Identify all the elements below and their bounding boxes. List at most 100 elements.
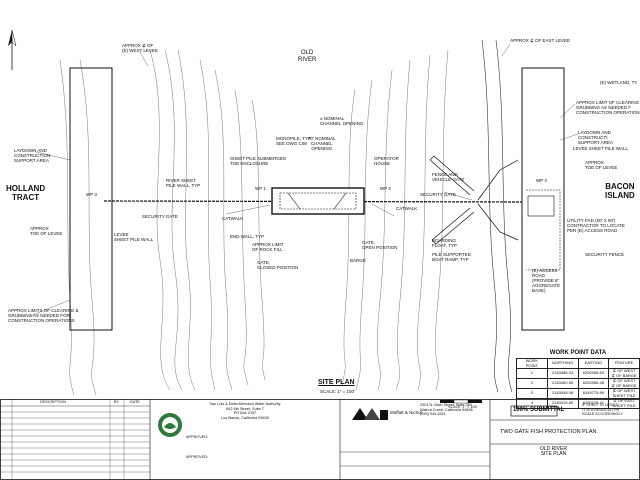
label-levee-sheet-w: LEVEE SHEET PILE WALL: [114, 232, 154, 242]
sheet-title: OLD RIVER SITE PLAN: [540, 446, 567, 457]
east-levee-road: [495, 39, 513, 393]
label-barge: BARGE: [350, 258, 366, 263]
leader-line: [139, 51, 149, 67]
label-west-levee: APPROX ⊈ OF (E) WEST LEVEE: [122, 43, 158, 53]
label-security-fence: SECURITY FENCE: [585, 252, 625, 257]
table-cell: 3: [516, 388, 548, 399]
label-old-river: OLD RIVER: [298, 50, 317, 63]
label-laydown-west: LAYDOWN AND CONSTRUCTION SUPPORT AREA: [14, 148, 51, 163]
label-clearing-east: APPROX LIMIT OF CLEARING GRUBBING AS NEE…: [576, 100, 640, 115]
label-nominal-channel: ± NOMINAL CHANNEL OPENING: [320, 116, 364, 126]
label-monopile: MONOPILE, TYP SEE DWG C08: [276, 136, 311, 146]
label-wp4: WP 4: [536, 178, 547, 183]
table-cell: 1: [516, 368, 548, 379]
table-cell: 2183460.50: [546, 378, 579, 389]
leader-line: [501, 43, 511, 57]
submittal-label: 100% SUBMITTAL: [513, 407, 565, 413]
contour-line: [199, 59, 216, 391]
contour-line: [355, 79, 373, 391]
label-end-wall: END WALL, TYP: [230, 234, 265, 239]
contour-line: [79, 59, 97, 396]
table-row: 3 2183548.08 6349775.89 ⊈ OF WEST SHEET …: [516, 388, 640, 399]
north-arrow-icon: [8, 29, 17, 70]
agency-seal-icon: [158, 413, 182, 437]
gate-structure: [271, 187, 365, 215]
label-east-levee: APPROX ⊈ OF EAST LEVEE: [510, 38, 570, 43]
label-pile-ramp: PILE SUPPORTED BOAT RAMP, TYP: [432, 252, 471, 262]
table-cell: 2183486.04: [546, 368, 579, 379]
firm-address: 2001 N. Main Street, Suite 360 Walnut Cr…: [420, 403, 473, 416]
description-header: DESCRIPTION: [40, 400, 66, 404]
label-boarding-float: BOARDING FLOAT, TYP: [432, 238, 457, 248]
label-security-gate-e: SECURITY GATE: [420, 192, 456, 197]
gate-leaf: [287, 192, 301, 210]
label-operator-house: OPERATOR HOUSE: [374, 156, 399, 166]
label-wp1: WP 1: [255, 186, 266, 191]
contour-line: [177, 49, 196, 391]
laydown-area-east: [521, 67, 565, 331]
title-block: DESCRIPTION BY DATE San Luis & Delta-Men…: [0, 399, 640, 480]
table-cell: 6349775.89: [577, 388, 610, 399]
by-header: BY: [114, 400, 120, 404]
work-point-title: WORK POINT DATA: [549, 350, 607, 356]
table-cell: 2: [516, 378, 548, 389]
leader-line: [29, 299, 71, 317]
label-toe-west: APPROX TOE OF LEVEE: [30, 226, 63, 236]
firm-logo-icon: [352, 408, 388, 420]
fence-line: [477, 203, 519, 241]
leader-line: [559, 103, 576, 119]
label-gate-open: GATE, OPEN POSITION: [362, 240, 398, 250]
table-cell: ⊈ OF WEST ⊈ OF BARGE: [608, 378, 640, 389]
east-levee-road: [481, 39, 499, 393]
label-utility-pad: UTILITY PAD (50' X 50') CONTRACTOR TO LO…: [567, 218, 625, 233]
label-gate-closed: GATE, CLOSED POSITION: [257, 260, 299, 270]
leader-line: [371, 203, 395, 217]
label-wp2: WP 2: [380, 186, 391, 191]
label-sheet-pile-enclosure: SHEET PILE SUBMERGED TOE ENCLOSURE: [230, 156, 287, 166]
label-clearing-west: APPROX LIMITS OF CLEARING & GRUBBING AS …: [8, 308, 79, 323]
label-nominal-gate: 70' NOMINAL CHANNEL OPENING: [308, 136, 336, 151]
contour-line: [251, 99, 266, 381]
header-cell: EASTING: [577, 358, 610, 369]
leader-line: [225, 204, 271, 215]
contour-line: [395, 59, 411, 391]
leader-line: [35, 151, 71, 161]
header-cell: FEATURE: [608, 358, 640, 369]
table-cell: ⊈ OF WEST ⊈ OF BARGE: [608, 368, 640, 379]
label-bacon-island: BACON ISLAND: [605, 182, 635, 200]
label-rock-fill: APPROX LIMIT OF ROCK FILL: [252, 242, 284, 252]
label-wp3: WP 3: [86, 192, 97, 197]
contour-line: [214, 69, 233, 391]
scale-bar: [440, 399, 482, 404]
site-plan-title: SITE PLAN: [318, 379, 355, 386]
contour-line: [59, 59, 75, 396]
date-header: DATE: [130, 400, 140, 404]
label-fence-gate: FENCE AND VEHICLE GATE: [432, 172, 465, 182]
boat-ramp-north: [429, 155, 475, 196]
contour-line: [435, 49, 449, 391]
label-catwalk-w: CATWALK: [222, 216, 244, 221]
label-toe-east: APPROX TOE OF LEVEE: [585, 160, 618, 170]
label-security-gate-w: SECURITY GATE: [142, 214, 178, 219]
table-cell: 6250058.83: [577, 368, 610, 379]
table-row: 2 2183460.50 6250058.48 ⊈ OF WEST ⊈ OF B…: [516, 378, 640, 389]
label-catwalk-e: CATWALK: [396, 206, 418, 211]
gate-inner: [279, 192, 357, 210]
authority-address: San Luis & Delta-Mendota Water Authority…: [209, 402, 281, 420]
approved-2: APPROVED:: [186, 455, 209, 459]
utility-pad: [527, 195, 555, 217]
header-cell: NORTHING: [546, 358, 579, 369]
leader-line: [559, 133, 579, 141]
approved-1: APPROVED:: [186, 435, 209, 439]
table-cell: ⊈ OF EAST SHEET PILE: [608, 398, 640, 409]
contour-line: [149, 49, 171, 391]
site-plan-scale: SCALE: 1" = 100': [320, 389, 355, 394]
work-point-table: WORK POINT DATA WORK POINT NORTHING EAST…: [516, 350, 640, 409]
table-cell: ⊈ OF WEST SHEET PILE: [608, 388, 640, 399]
table-cell: 6250058.48: [577, 378, 610, 389]
firm-name: Moffatt & Nichol: [390, 410, 422, 415]
contour-line: [164, 49, 183, 391]
laydown-area-west: [69, 67, 113, 331]
project-title: TWO GATE FISH PROTECTION PLAN: [500, 429, 597, 435]
